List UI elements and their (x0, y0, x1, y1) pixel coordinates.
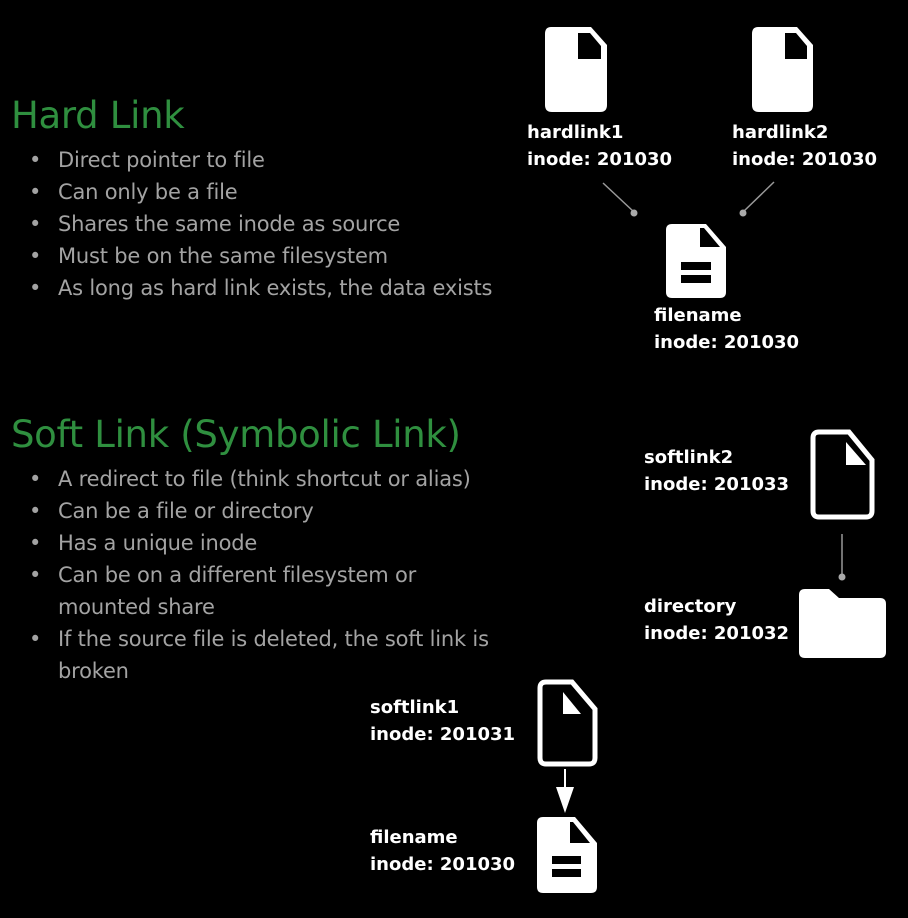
bullet-item: Direct pointer to file (0, 144, 520, 176)
hardlink2-inode: inode: 201030 (732, 149, 877, 170)
softlink1-inode: inode: 201031 (370, 724, 515, 745)
bullet-item: Can be on a different filesystem or moun… (0, 559, 500, 623)
hard-link-title: Hard Link (11, 94, 185, 137)
hard-link-bullets: Direct pointer to file Can only be a fil… (0, 144, 520, 304)
bullet-item: Can be a file or directory (0, 495, 500, 527)
file-outline-icon (537, 679, 598, 767)
bullet-item: A redirect to file (think shortcut or al… (0, 463, 500, 495)
softlink2-name: softlink2 (644, 447, 733, 468)
softlink2-inode: inode: 201033 (644, 474, 789, 495)
hard-target-inode: inode: 201030 (654, 332, 799, 353)
document-icon (666, 224, 726, 298)
bullet-item: Can only be a file (0, 176, 520, 208)
softlink1-name: softlink1 (370, 697, 459, 718)
soft-link-title: Soft Link (Symbolic Link) (11, 413, 461, 456)
hardlink2-name: hardlink2 (732, 122, 828, 143)
document-icon (537, 817, 597, 893)
hard-target-name: filename (654, 305, 742, 326)
directory-name: directory (644, 596, 737, 617)
hardlink1-inode: inode: 201030 (527, 149, 672, 170)
connector-line (838, 534, 846, 581)
bullet-item: If the source file is deleted, the soft … (0, 623, 500, 687)
file-icon (545, 27, 607, 112)
soft-target-inode: inode: 201030 (370, 854, 515, 875)
folder-icon (799, 589, 886, 658)
hardlink1-name: hardlink1 (527, 122, 623, 143)
bullet-item: Has a unique inode (0, 527, 500, 559)
file-icon (752, 27, 813, 112)
bullet-item: Shares the same inode as source (0, 208, 520, 240)
bullet-item: Must be on the same filesystem (0, 240, 520, 272)
connector-line (602, 181, 775, 217)
soft-target-name: filename (370, 827, 458, 848)
file-outline-icon (810, 429, 875, 520)
arrow-down-icon (556, 769, 574, 813)
directory-inode: inode: 201032 (644, 623, 789, 644)
soft-link-bullets: A redirect to file (think shortcut or al… (0, 463, 500, 687)
bullet-item: As long as hard link exists, the data ex… (0, 272, 520, 304)
